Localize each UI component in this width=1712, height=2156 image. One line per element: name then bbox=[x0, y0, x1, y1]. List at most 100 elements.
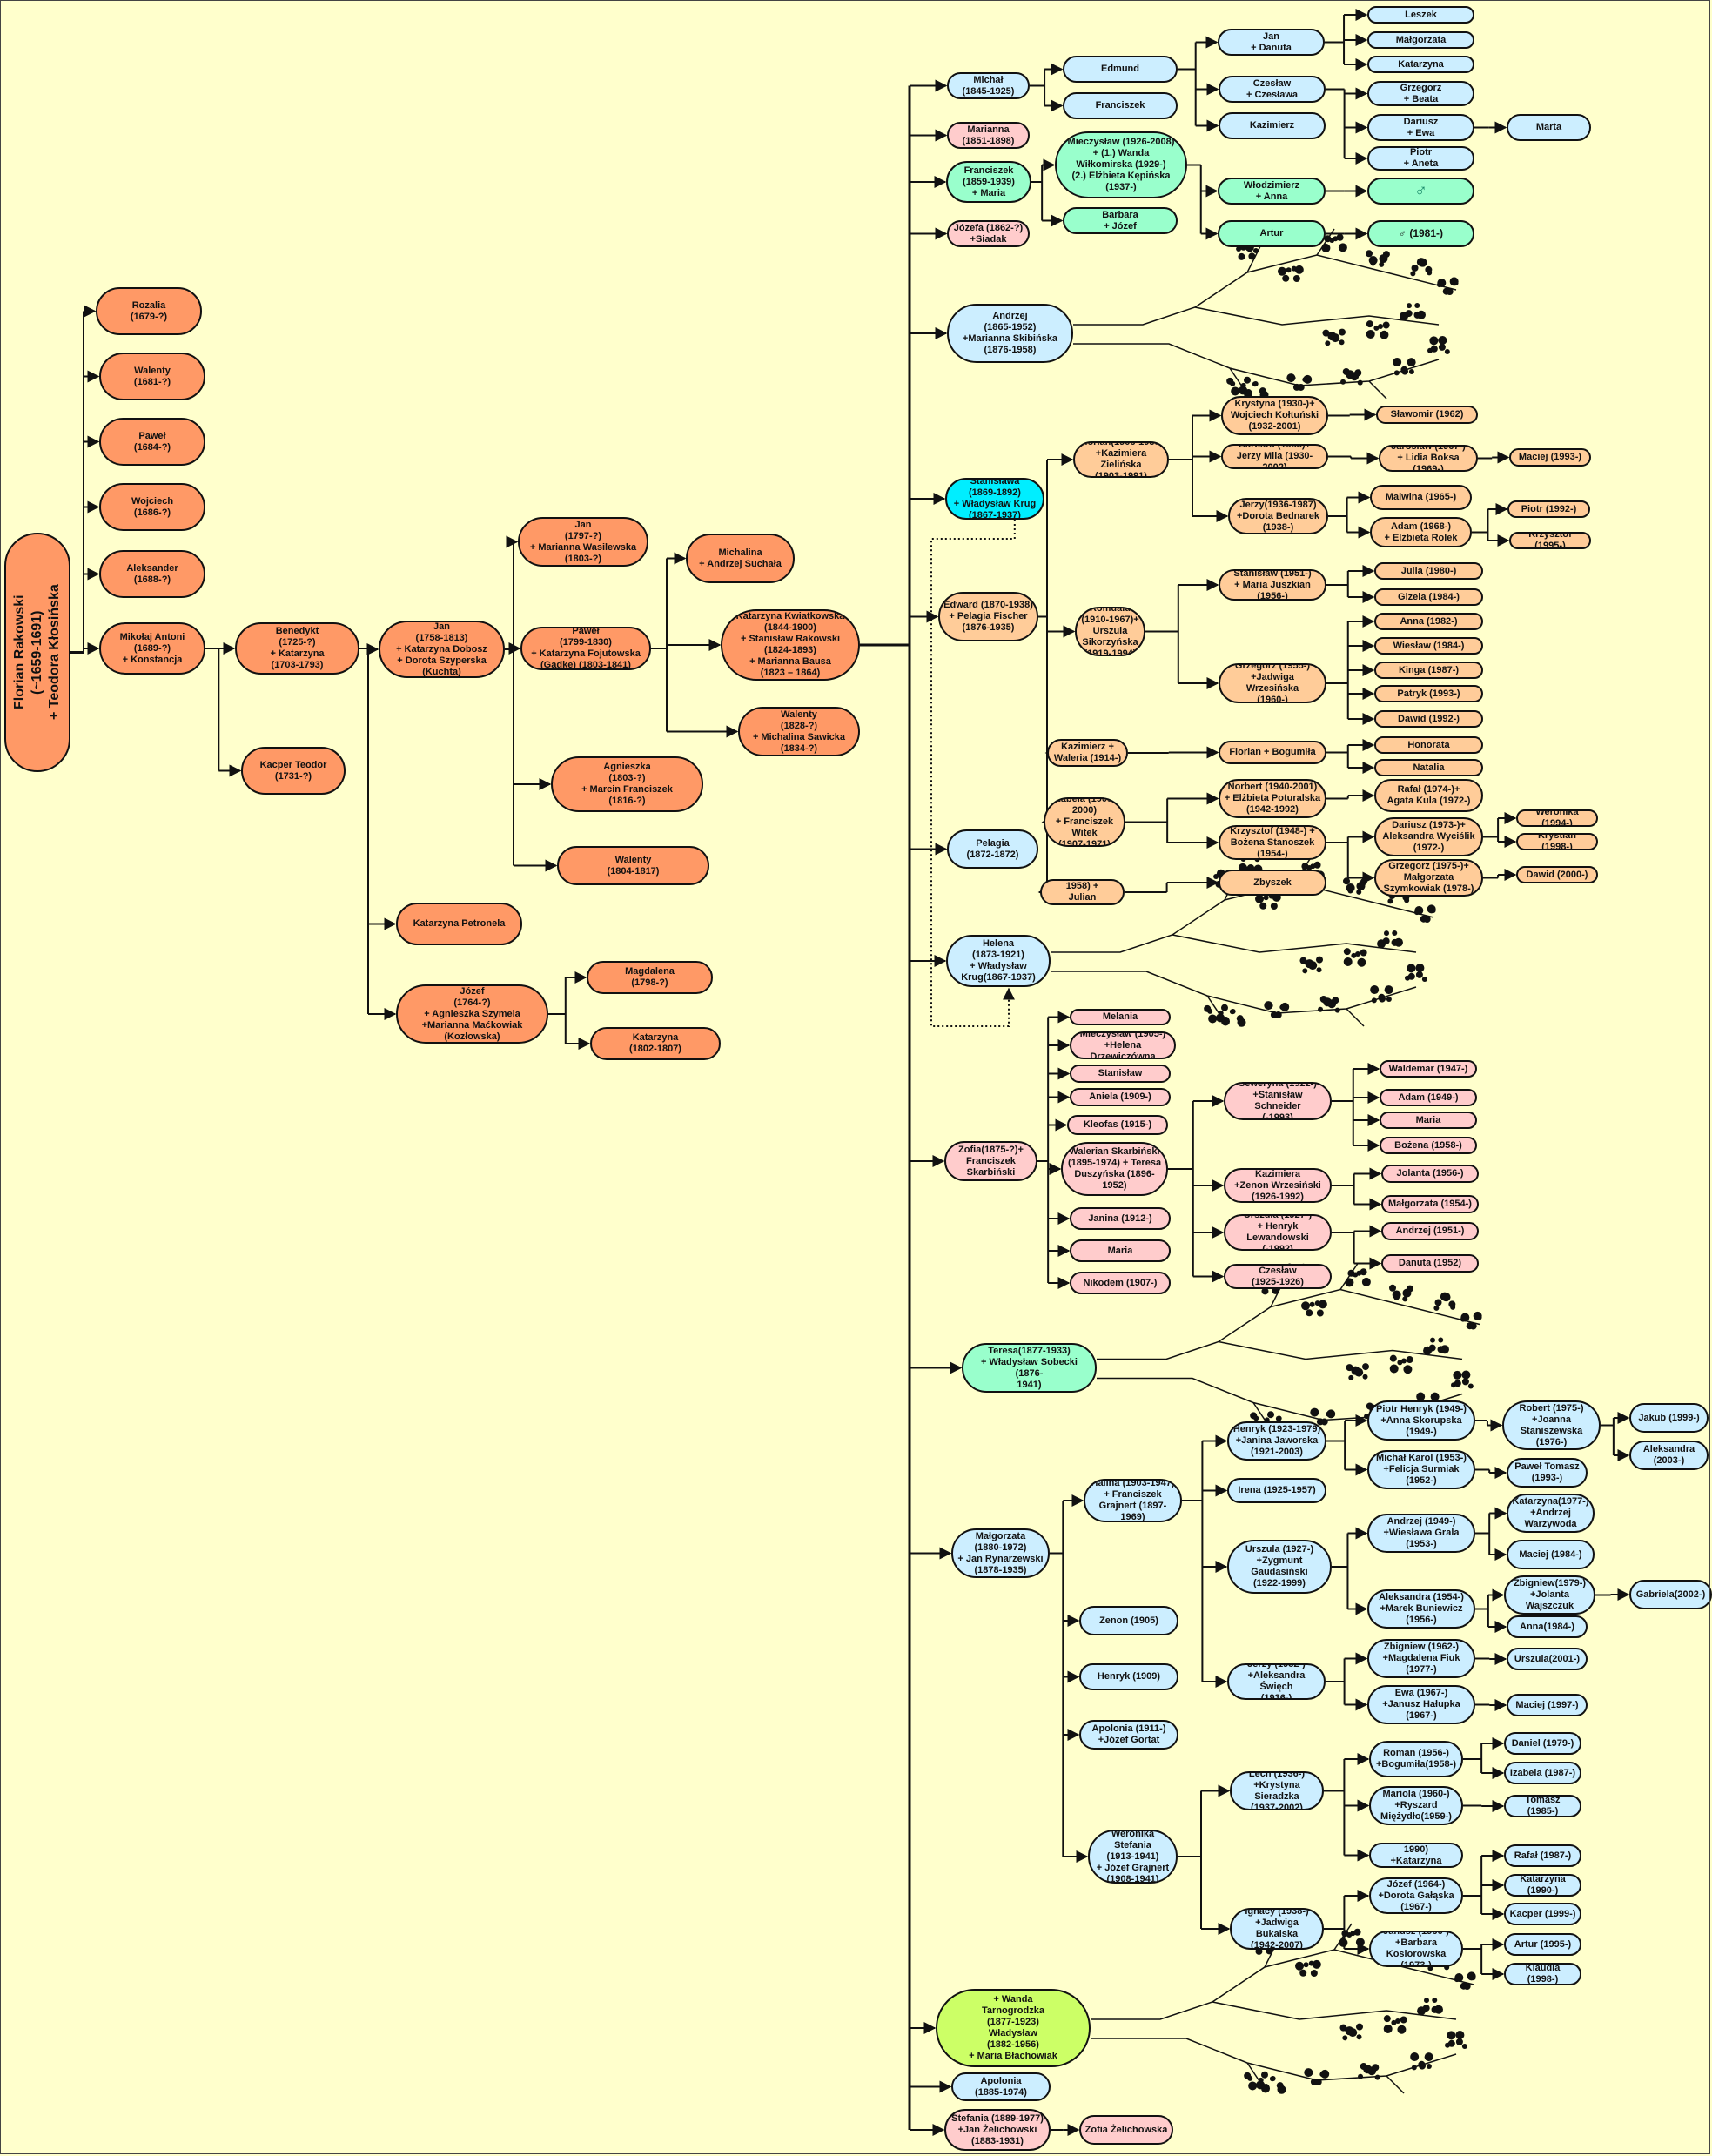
person-node-kazimierzW[interactable]: Kazimierz + Waleria (1914-) bbox=[1047, 739, 1128, 767]
person-node-janDanuta[interactable]: Jan + Danuta bbox=[1218, 29, 1325, 56]
person-node-stanislawP[interactable]: Stanisław bbox=[1070, 1065, 1171, 1083]
person-node-teresa[interactable]: Teresa(1877-1933) + Władysław Sobecki (1… bbox=[962, 1343, 1097, 1393]
person-node-malgorzata1954[interactable]: Małgorzata (1954-) bbox=[1381, 1195, 1479, 1213]
person-node-weronika1994[interactable]: Weronika (1994-) bbox=[1516, 809, 1598, 827]
person-node-aleksander[interactable]: Aleksander (1688-?) bbox=[99, 550, 205, 598]
person-node-mieczyslaw1905[interactable]: Mieczysław (1905-) +Helena Drzewiczówna bbox=[1070, 1031, 1176, 1059]
person-node-natalia[interactable]: Natalia bbox=[1374, 759, 1483, 776]
person-node-piotr1992[interactable]: Piotr (1992-) bbox=[1507, 500, 1590, 518]
person-node-barbara1933[interactable]: Barbara (1933)+ Jerzy Mila (1930-2002) bbox=[1221, 444, 1328, 469]
person-node-zofiaZ[interactable]: Zofia Żelichowska bbox=[1079, 2115, 1173, 2145]
person-node-jozefa[interactable]: Józefa (1862-?) +Siadak bbox=[947, 220, 1030, 247]
person-node-andrzej1949[interactable]: Andrzej (1949-) +Wiesława Grala (1953-) bbox=[1367, 1514, 1475, 1553]
person-node-aniela[interactable]: Aniela (1909-) bbox=[1070, 1088, 1171, 1106]
person-node-ewa1967[interactable]: Ewa (1967-) +Janusz Hałupka (1967-) bbox=[1367, 1685, 1475, 1724]
person-node-grzegorzB[interactable]: Grzegorz + Beata bbox=[1367, 81, 1474, 106]
person-node-jozef1964[interactable]: Józef (1964-) +Dorota Gałąska (1967-) bbox=[1369, 1877, 1463, 1914]
person-node-mariaP2[interactable]: Maria bbox=[1380, 1112, 1477, 1129]
person-node-walenty1828[interactable]: Walenty (1828-?) + Michalina Sawicka (18… bbox=[738, 707, 860, 756]
person-node-seweryna[interactable]: Seweryna (1922-) +Stanisław Schneider (-… bbox=[1224, 1082, 1332, 1120]
person-node-dawid1992[interactable]: Dawid (1992-) bbox=[1374, 710, 1483, 728]
person-node-tomasz[interactable]: Tomasz (1985-) bbox=[1504, 1795, 1581, 1817]
person-node-male1[interactable]: ♂ bbox=[1367, 178, 1474, 205]
person-node-marianna[interactable]: Marianna (1851-1898) bbox=[947, 122, 1030, 149]
person-node-jaroslaw[interactable]: Jarosław (1967-) + Lidia Boksa (1969-) bbox=[1379, 445, 1478, 472]
person-node-stanislaw1951[interactable]: Stanisław (1951-) + Maria Juszkian (1956… bbox=[1219, 569, 1326, 601]
person-node-stanislawa[interactable]: Stanisława (1869-1892) + Władysław Krug … bbox=[945, 478, 1044, 520]
person-node-pelagia[interactable]: Pelagia (1872-1872) bbox=[947, 829, 1038, 869]
person-node-urszula1927P[interactable]: Urszula (1927-) + Henryk Lewandowski (-1… bbox=[1224, 1214, 1332, 1251]
person-node-romuald[interactable]: Romuald (1910-1967)+ Urszula Sikorzyńska… bbox=[1075, 607, 1145, 656]
person-node-jan1758[interactable]: Jan (1758-1813) + Katarzyna Dobosz + Dor… bbox=[379, 621, 505, 678]
person-node-krzysztof1962[interactable]: Krzysztof (1962-1990) +Katarzyna Chutek bbox=[1369, 1843, 1463, 1868]
person-node-kleofas[interactable]: Kleofas (1915-) bbox=[1067, 1115, 1168, 1135]
person-node-andrzej1951[interactable]: Andrzej (1951-) bbox=[1381, 1222, 1479, 1240]
person-node-izabela[interactable]: Izabela (1908-2000) + Franciszek Witek (… bbox=[1044, 797, 1125, 847]
person-node-katpetr[interactable]: Katarzyna Petronela bbox=[396, 903, 522, 945]
person-node-male2[interactable]: ♂ (1981-) bbox=[1367, 220, 1474, 247]
person-node-ignacy[interactable]: Ignacy (1938-) +Jadwiga Bukalska (1942-2… bbox=[1230, 1908, 1324, 1950]
person-node-jerzy1932[interactable]: Jerzy (1932-) +Aleksandra Święch (1936-) bbox=[1227, 1663, 1326, 1700]
person-node-grzegorz1955[interactable]: Grzegorz (1955-) +Jadwiga Wrzesińska (19… bbox=[1219, 663, 1326, 703]
person-node-mariola[interactable]: Mariola (1960-) +Ryszard Miężydło(1959-) bbox=[1369, 1786, 1463, 1825]
person-node-agnieszka[interactable]: Agnieszka (1803-?) + Marcin Franciszek (… bbox=[551, 756, 703, 812]
person-node-florian1906[interactable]: Florian(1906-1939) +Kazimiera Zielińska … bbox=[1073, 441, 1169, 478]
person-node-aleksandra1954[interactable]: Aleksandra (1954-) +Marek Buniewicz (195… bbox=[1367, 1589, 1475, 1629]
person-node-czeslaw1925[interactable]: Czesław (1925-1926) bbox=[1224, 1264, 1332, 1289]
person-node-jan1797[interactable]: Jan (1797-?) + Marianna Wasilewska (1803… bbox=[518, 517, 648, 567]
person-node-adam1968[interactable]: Adam (1968-) + Elżbieta Rolek bbox=[1370, 517, 1472, 547]
person-node-stefania[interactable]: Stefania (1889-1977) +Jan Żelichowski (1… bbox=[944, 2109, 1051, 2151]
person-node-daniel[interactable]: Daniel (1979-) bbox=[1504, 1732, 1581, 1755]
person-node-zofia[interactable]: Zofia(1875-?)+ Franciszek Skarbiński bbox=[944, 1141, 1037, 1181]
person-node-robert[interactable]: Robert (1975-) +Joanna Staniszewska (197… bbox=[1502, 1400, 1601, 1450]
person-node-jolanta[interactable]: Jolanta (1956-) bbox=[1381, 1165, 1479, 1183]
person-node-artur1995[interactable]: Artur (1995-) bbox=[1504, 1933, 1581, 1956]
person-node-urszula2001[interactable]: Urszula(2001-) bbox=[1507, 1648, 1588, 1670]
person-node-julia[interactable]: Julia (1980-) bbox=[1374, 562, 1483, 580]
person-node-gabriela[interactable]: Gabriela(2002-) bbox=[1629, 1580, 1712, 1609]
person-node-waldemar[interactable]: Waldemar (1947-) bbox=[1380, 1060, 1477, 1078]
person-node-czeslaw[interactable]: Czesław + Czesława bbox=[1219, 76, 1326, 103]
person-node-malgorzataB[interactable]: Małgorzata bbox=[1367, 31, 1474, 49]
person-node-mieczyslaw[interactable]: Mieczysław (1926-2008) + (1.) Wanda Wiłk… bbox=[1055, 131, 1187, 198]
person-node-malgorzata1880[interactable]: Małgorzata (1880-1972) + Jan Rynarzewski… bbox=[951, 1528, 1050, 1578]
person-node-izabela1987[interactable]: Izabela (1987-) bbox=[1504, 1762, 1581, 1784]
person-node-benedykt[interactable]: Benedykt (1725-?) + Katarzyna (1703-1793… bbox=[235, 622, 359, 675]
person-node-grzegorz1975[interactable]: Grzegorz (1975-)+ Małgorzata Szymkowiak … bbox=[1374, 859, 1483, 897]
person-node-dariuszB[interactable]: Dariusz + Ewa bbox=[1367, 114, 1474, 141]
person-node-krystyna[interactable]: Krystyna (1930-)+ Wojciech Kołtuński (19… bbox=[1221, 396, 1328, 435]
person-node-mikolaj[interactable]: Mikołaj Antoni (1689-?) + Konstancja bbox=[99, 622, 205, 675]
person-node-kacper[interactable]: Kacper Teodor (1731-?) bbox=[241, 747, 346, 795]
person-node-walenty1[interactable]: Walenty (1681-?) bbox=[99, 353, 205, 400]
person-node-roman[interactable]: Roman (1956-) +Bogumiła(1958-) bbox=[1369, 1741, 1463, 1777]
person-node-krystian[interactable]: Krystian (1998-) bbox=[1516, 833, 1598, 850]
person-node-slawomir[interactable]: Sławomir (1962) bbox=[1376, 406, 1478, 424]
person-node-krzysztof1948[interactable]: Krzysztof (1948-) + Bożena Stanoszek (19… bbox=[1219, 825, 1326, 860]
person-node-franciszekB[interactable]: Franciszek bbox=[1063, 92, 1178, 119]
person-node-urszula1927[interactable]: Urszula (1927-) +Zygmunt Gaudasiński (19… bbox=[1227, 1540, 1332, 1594]
person-node-kinga[interactable]: Kinga (1987-) bbox=[1374, 662, 1483, 679]
person-node-walerian[interactable]: Walerian Skarbiński (1895-1974) + Teresa… bbox=[1061, 1142, 1168, 1196]
person-node-janusz1966[interactable]: Janusz (1966-) +Barbara Kosiorowska (197… bbox=[1369, 1931, 1463, 1967]
person-node-dariusz1973[interactable]: Dariusz (1973-)+ Aleksandra Wyciślik (19… bbox=[1374, 817, 1483, 856]
person-node-anna1982[interactable]: Anna (1982-) bbox=[1374, 613, 1483, 630]
person-node-leszek[interactable]: Leszek bbox=[1367, 6, 1474, 24]
person-node-malwina[interactable]: Malwina (1965-) bbox=[1370, 485, 1472, 510]
person-node-gizela[interactable]: Gizela (1984-) bbox=[1374, 588, 1483, 606]
person-node-zbigniew1962[interactable]: Zbigniew (1962-) +Magdalena Fiuk (1977-) bbox=[1367, 1639, 1475, 1678]
person-node-wieslaw[interactable]: Wiesław (1984-) bbox=[1374, 637, 1483, 655]
person-node-anna1984[interactable]: Anna(1984-) bbox=[1507, 1615, 1588, 1638]
person-node-nikodem[interactable]: Nikodem (1907-) bbox=[1070, 1272, 1171, 1294]
person-node-janina[interactable]: Janina (1912-) bbox=[1070, 1207, 1171, 1230]
person-node-maciej1993[interactable]: Maciej (1993-) bbox=[1509, 448, 1591, 467]
person-node-katkw[interactable]: Katarzyna Kwiatkowska (1844-1900) + Stan… bbox=[721, 609, 860, 681]
person-node-katarzyna1977[interactable]: Katarzyna(1977-) +Andrzej Warzywoda bbox=[1507, 1494, 1595, 1533]
person-node-franciszek1859[interactable]: Franciszek (1859-1939) + Maria bbox=[946, 161, 1031, 203]
person-node-kazimiera[interactable]: Kazimiera +Zenon Wrzesiński (1926-1992) bbox=[1224, 1168, 1332, 1203]
person-node-marta[interactable]: Marta bbox=[1507, 114, 1591, 141]
person-node-klaudia[interactable]: Klaudia (1998-) bbox=[1504, 1963, 1581, 1985]
person-node-dawid2000[interactable]: Dawid (2000-) bbox=[1516, 866, 1598, 883]
person-node-pawelTomasz[interactable]: Paweł Tomasz (1993-) bbox=[1507, 1458, 1588, 1488]
person-node-andrzej[interactable]: Andrzej (1865-1952) +Marianna Skibińska … bbox=[947, 304, 1073, 363]
person-node-rafal1987[interactable]: Rafał (1987-) bbox=[1504, 1844, 1581, 1867]
